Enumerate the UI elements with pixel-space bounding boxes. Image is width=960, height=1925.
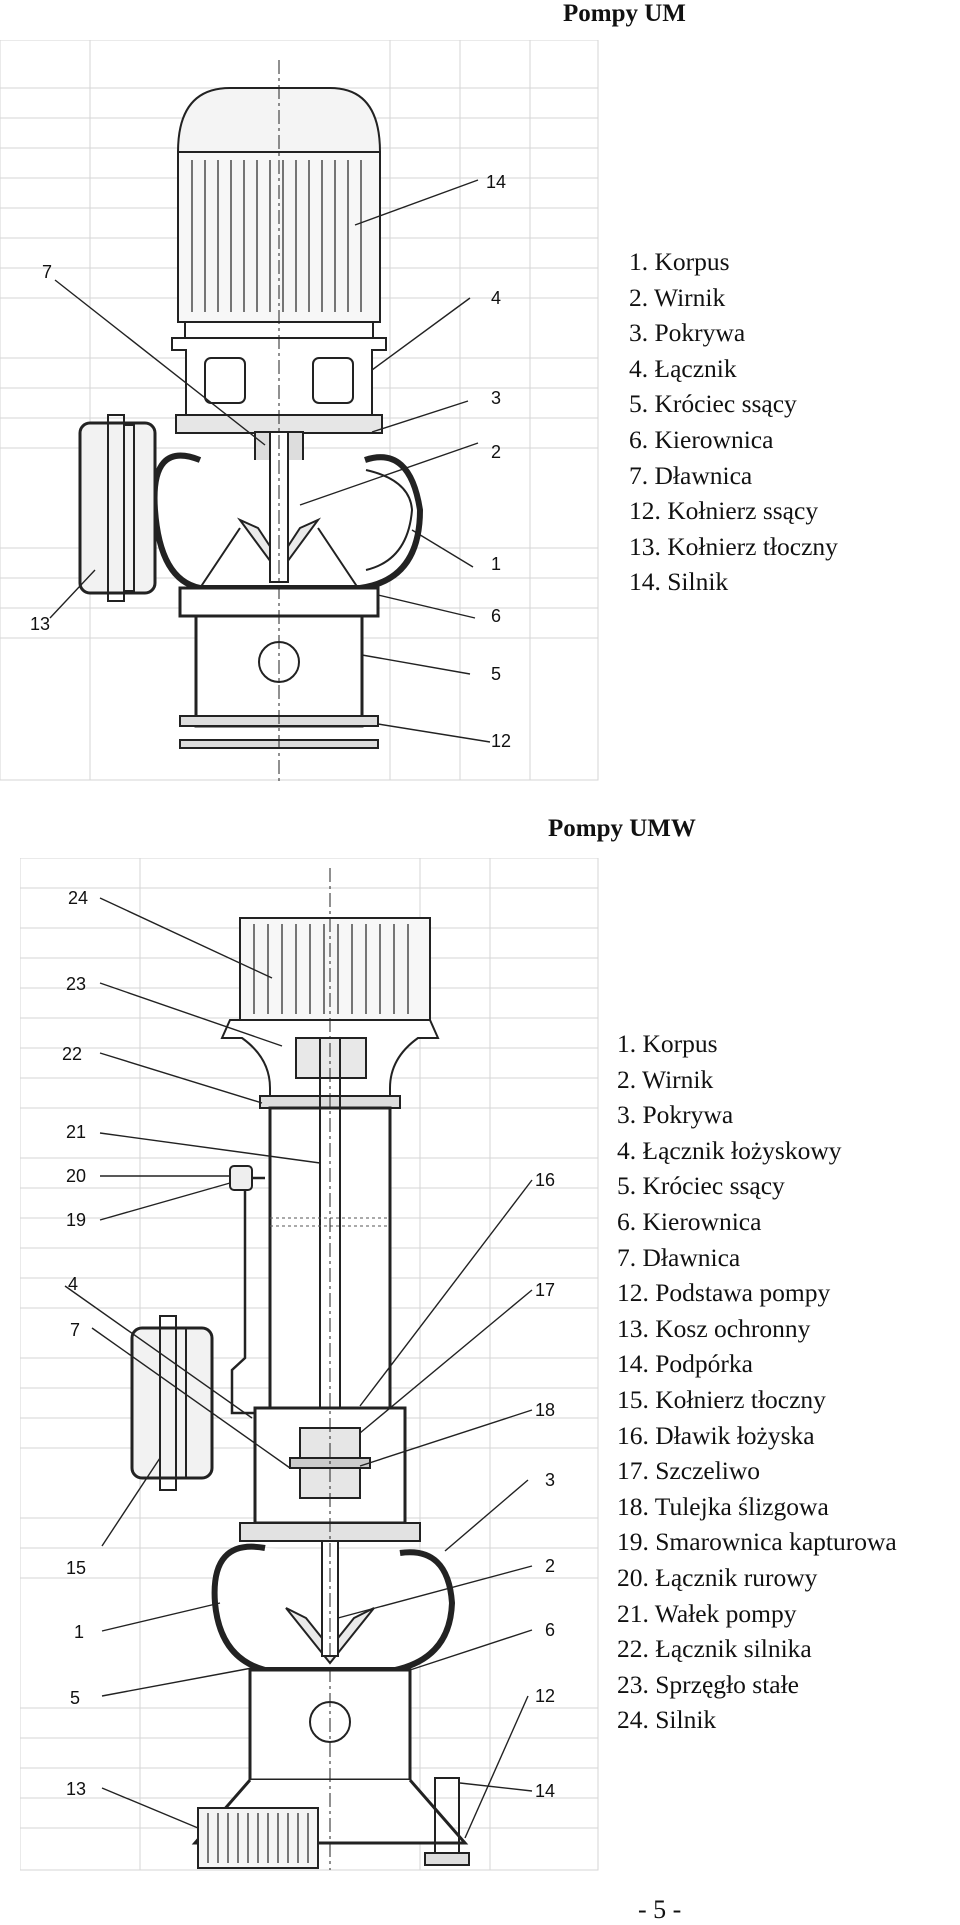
legend-umw: 1. Korpus 2. Wirnik 3. Pokrywa 4. Łączni… bbox=[617, 1026, 897, 1738]
callout-22: 22 bbox=[62, 1044, 82, 1064]
legend-item: 7. Dławnica bbox=[617, 1242, 741, 1272]
legend-item: 22. Łącznik silnika bbox=[617, 1634, 812, 1664]
legend-item: 4. Łącznik bbox=[629, 353, 737, 383]
legend-item: 2. Wirnik bbox=[617, 1064, 714, 1094]
legend-um: 1. Korpus 2. Wirnik 3. Pokrywa 4. Łączni… bbox=[629, 244, 838, 600]
callout-5: 5 bbox=[491, 664, 501, 684]
callout-labels: 24 23 22 21 20 19 4 7 15 1 5 13 16 17 18… bbox=[62, 888, 555, 1801]
legend-item: 4. Łącznik łożyskowy bbox=[617, 1135, 842, 1165]
callout-14: 14 bbox=[535, 1781, 555, 1801]
callout-13: 13 bbox=[66, 1779, 86, 1799]
legend-item: 24. Silnik bbox=[617, 1705, 717, 1735]
legend-item: 14. Podpórka bbox=[617, 1349, 753, 1379]
pump-um-drawing bbox=[49, 60, 491, 785]
legend-item: 18. Tulejka ślizgowa bbox=[617, 1491, 829, 1521]
legend-item: 5. Króciec ssący bbox=[629, 389, 797, 419]
legend-item: 2. Wirnik bbox=[629, 282, 726, 312]
legend-item: 20. Łącznik rurowy bbox=[617, 1562, 818, 1592]
legend-item: 5. Króciec ssący bbox=[617, 1171, 785, 1201]
callout-17: 17 bbox=[535, 1280, 555, 1300]
callout-7: 7 bbox=[42, 262, 52, 282]
legend-item: 3. Pokrywa bbox=[617, 1100, 734, 1130]
pump-umw-drawing bbox=[64, 868, 533, 1870]
legend-item: 6. Kierownica bbox=[617, 1206, 762, 1236]
legend-item: 14. Silnik bbox=[629, 567, 729, 597]
callout-2: 2 bbox=[491, 442, 501, 462]
legend-item: 15. Kołnierz tłoczny bbox=[617, 1384, 826, 1414]
callout-12: 12 bbox=[535, 1686, 555, 1706]
page-number: - 5 - bbox=[638, 1895, 682, 1924]
legend-item: 12. Podstawa pompy bbox=[617, 1278, 831, 1308]
legend-item: 21. Wałek pompy bbox=[617, 1598, 797, 1628]
callout-3: 3 bbox=[491, 388, 501, 408]
legend-item: 1. Korpus bbox=[629, 247, 730, 276]
callout-3: 3 bbox=[545, 1470, 555, 1490]
callout-6: 6 bbox=[545, 1620, 555, 1640]
callout-1: 1 bbox=[491, 554, 501, 574]
callout-5: 5 bbox=[70, 1688, 80, 1708]
callout-4: 4 bbox=[68, 1274, 78, 1294]
legend-item: 17. Szczeliwo bbox=[617, 1456, 761, 1486]
callout-1: 1 bbox=[74, 1622, 84, 1642]
callout-20: 20 bbox=[66, 1166, 86, 1186]
legend-item: 13. Kołnierz tłoczny bbox=[629, 531, 838, 561]
callout-24: 24 bbox=[68, 888, 88, 908]
legend-item: 13. Kosz ochronny bbox=[617, 1313, 811, 1343]
callout-7: 7 bbox=[70, 1320, 80, 1340]
callout-12: 12 bbox=[491, 731, 511, 751]
legend-item: 1. Korpus bbox=[617, 1029, 718, 1058]
callout-16: 16 bbox=[535, 1170, 555, 1190]
section-title-um: Pompy UM bbox=[563, 0, 686, 27]
callout-14: 14 bbox=[486, 172, 506, 192]
legend-item: 3. Pokrywa bbox=[629, 318, 746, 348]
pump-um-diagram: 14 7 4 3 2 1 13 6 5 12 bbox=[0, 40, 599, 785]
pump-umw-diagram: 24 23 22 21 20 19 4 7 15 1 5 13 16 17 18… bbox=[20, 858, 599, 1871]
section-title-umw: Pompy UMW bbox=[548, 815, 696, 842]
legend-item: 6. Kierownica bbox=[629, 424, 774, 454]
legend-item: 12. Kołnierz ssący bbox=[629, 496, 819, 526]
callout-19: 19 bbox=[66, 1210, 86, 1230]
callout-6: 6 bbox=[491, 606, 501, 626]
legend-item: 16. Dławik łożyska bbox=[617, 1420, 815, 1450]
callout-21: 21 bbox=[66, 1122, 86, 1142]
callout-4: 4 bbox=[491, 288, 501, 308]
callout-2: 2 bbox=[545, 1556, 555, 1576]
callout-13: 13 bbox=[30, 614, 50, 634]
legend-item: 23. Sprzęgło stałe bbox=[617, 1669, 799, 1699]
callout-15: 15 bbox=[66, 1558, 86, 1578]
callout-23: 23 bbox=[66, 974, 86, 994]
callout-18: 18 bbox=[535, 1400, 555, 1420]
callout-labels: 14 7 4 3 2 1 13 6 5 12 bbox=[30, 172, 511, 751]
legend-item: 7. Dławnica bbox=[629, 460, 753, 490]
legend-item: 19. Smarownica kapturowa bbox=[617, 1527, 897, 1557]
